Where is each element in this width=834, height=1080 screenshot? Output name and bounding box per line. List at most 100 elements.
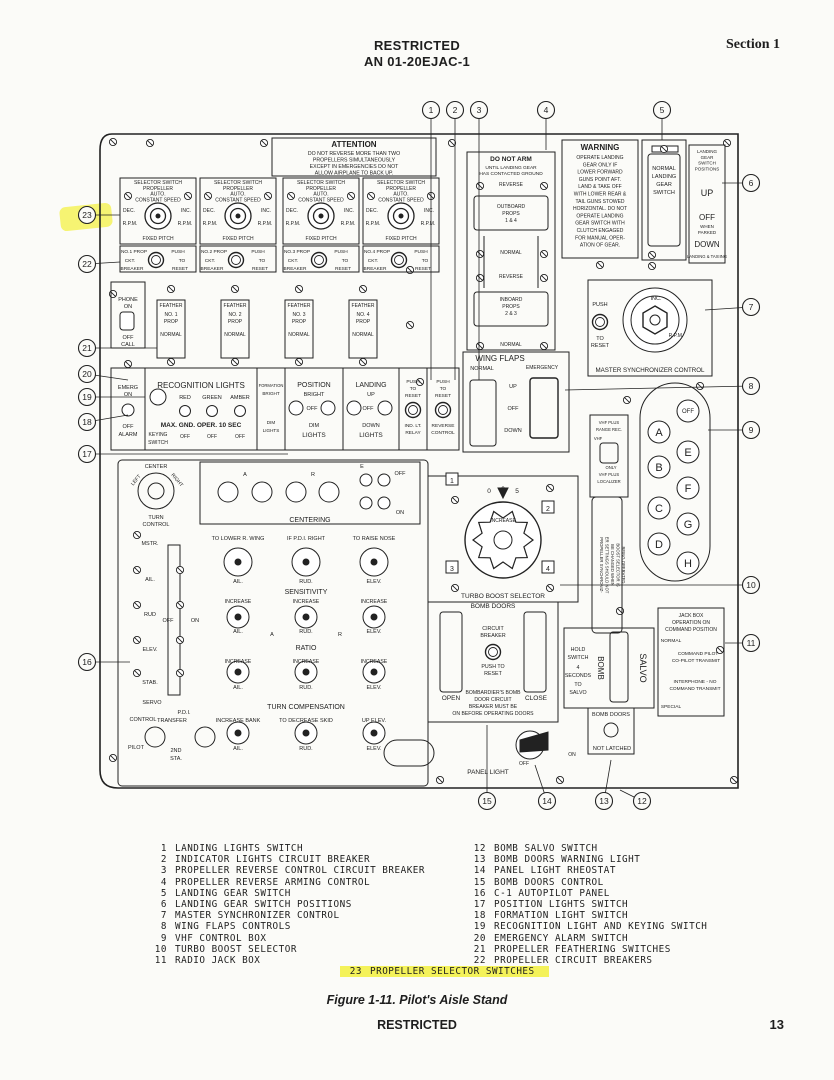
selector-knob	[224, 202, 252, 230]
master-sync-text: MASTER SYNCHRONIZER CONTROLPUSHTORESETIN…	[591, 296, 705, 374]
legend-number: 8	[160, 921, 167, 933]
relay-label: IND. LT.	[405, 423, 422, 429]
lights-label: LIGHTS	[263, 428, 280, 433]
warning-line: GUNS POINT AFT.	[579, 177, 621, 183]
dial-number: 0	[487, 488, 491, 495]
selector-label: PROPELLER	[386, 186, 416, 192]
centering-knob	[217, 481, 239, 503]
raise-nose-label: TO RAISE NOSE	[353, 536, 396, 542]
feather-normal: NORMAL	[224, 332, 246, 338]
screw	[366, 191, 376, 201]
legend-number: 15	[473, 876, 486, 888]
centering-knob	[285, 481, 307, 503]
to-label: TO	[422, 258, 429, 264]
legend-number: 14	[473, 865, 486, 877]
legend-number: 5	[160, 887, 167, 899]
a-label: A	[270, 632, 274, 638]
radio-letter: E	[684, 447, 691, 459]
gear-positions-title: LANDING	[697, 149, 718, 154]
special-label: SPECIAL	[661, 704, 682, 710]
legend-text: FORMATION LIGHT SWITCH	[494, 910, 629, 922]
inc-label: INC.	[261, 208, 271, 214]
rpm-label: R.P.M.	[258, 221, 273, 227]
inc-label: INC.	[651, 296, 662, 302]
push-label: PUSH	[171, 249, 185, 255]
knob-center	[302, 613, 310, 621]
plate-line: BEING OPERATED	[621, 547, 626, 584]
plate-line: BE CHANGED WHEN	[610, 544, 615, 586]
callout-number: 6	[749, 178, 754, 188]
boost-number-box	[541, 560, 555, 574]
selector-knob	[307, 202, 335, 230]
callout-circle	[537, 791, 557, 811]
do-not-arm-title: DO NOT ARM	[490, 156, 532, 163]
plate-line: PROPELLER SYNCHRONIZ-	[599, 537, 604, 593]
feather-label: FEATHER	[288, 303, 311, 309]
centering-knob	[318, 481, 340, 503]
plate-line: BOOST SELECTOR IS	[616, 543, 621, 587]
radio-letter: H	[684, 558, 692, 570]
selector-label: CONSTANT SPEED	[378, 197, 424, 203]
screw	[203, 191, 213, 201]
emerg-off-label: OFF	[123, 424, 135, 430]
breaker-ckt: CKT.	[125, 258, 135, 264]
screw	[539, 341, 549, 351]
props-14-label: 1 & 4	[505, 218, 517, 224]
legend-text: LANDING GEAR SWITCH POSITIONS	[175, 899, 352, 911]
legend-text: MASTER SYNCHRONIZER CONTROL	[175, 910, 340, 922]
callout-number: 17	[82, 449, 92, 459]
master-synchronizer	[587, 279, 713, 377]
screw	[230, 284, 240, 294]
callout-circle	[741, 173, 761, 193]
turn-label: TURN	[148, 515, 163, 521]
callout-number: 7	[749, 302, 754, 312]
callout-circle	[77, 364, 97, 384]
seconds-label: SECONDS	[565, 673, 592, 679]
interphone-label: COMMAND TRANSMIT	[669, 686, 720, 692]
boost-number-box	[541, 500, 555, 514]
reverse-arming-panel	[466, 151, 556, 351]
screw	[132, 668, 142, 678]
bomb-note-line: BREAKER MUST BE	[469, 704, 518, 710]
callout-circle	[77, 338, 97, 358]
callout-circle	[741, 420, 761, 440]
screw	[539, 181, 549, 191]
selector-label: SELECTOR SWITCH	[377, 180, 425, 186]
warning-line: LOWER FORWARD	[577, 170, 623, 176]
hold-label: HOLD	[571, 647, 586, 653]
up-elev-label: UP ELEV.	[362, 718, 387, 724]
switch-label: SWITCH	[148, 440, 168, 446]
feather-prop: PROP	[228, 319, 243, 325]
vhf-label: RANGE REC.	[596, 427, 622, 432]
selector-label: AUTO.	[230, 192, 245, 198]
breaker-ckt: CKT.	[288, 258, 298, 264]
phone-label: PHONE	[118, 297, 138, 303]
callout-circle	[741, 633, 761, 653]
max-gnd-label: MAX. GND. OPER. 10 SEC	[161, 422, 242, 429]
screw	[175, 668, 185, 678]
recognition-toggle	[234, 405, 246, 417]
attention-line: DO NOT REVERSE MORE THAN TWO	[308, 151, 400, 157]
radio-jack-box	[657, 607, 725, 717]
breaker-box	[119, 245, 197, 273]
radio-off-button	[676, 399, 700, 423]
screw	[132, 565, 142, 575]
selector-label: PROPELLER	[143, 186, 173, 192]
screw	[729, 775, 739, 785]
elev-label: ELEV.	[142, 647, 158, 653]
callout-circle	[477, 791, 497, 811]
screw	[183, 191, 193, 201]
breaker-button	[147, 251, 165, 269]
radio-letter: A	[655, 427, 663, 439]
recognition-toggle	[206, 405, 218, 417]
screw	[595, 260, 605, 270]
command-label: CO-PILOT TRANSMIT	[672, 658, 720, 664]
attention-title: ATTENTION	[331, 140, 376, 149]
